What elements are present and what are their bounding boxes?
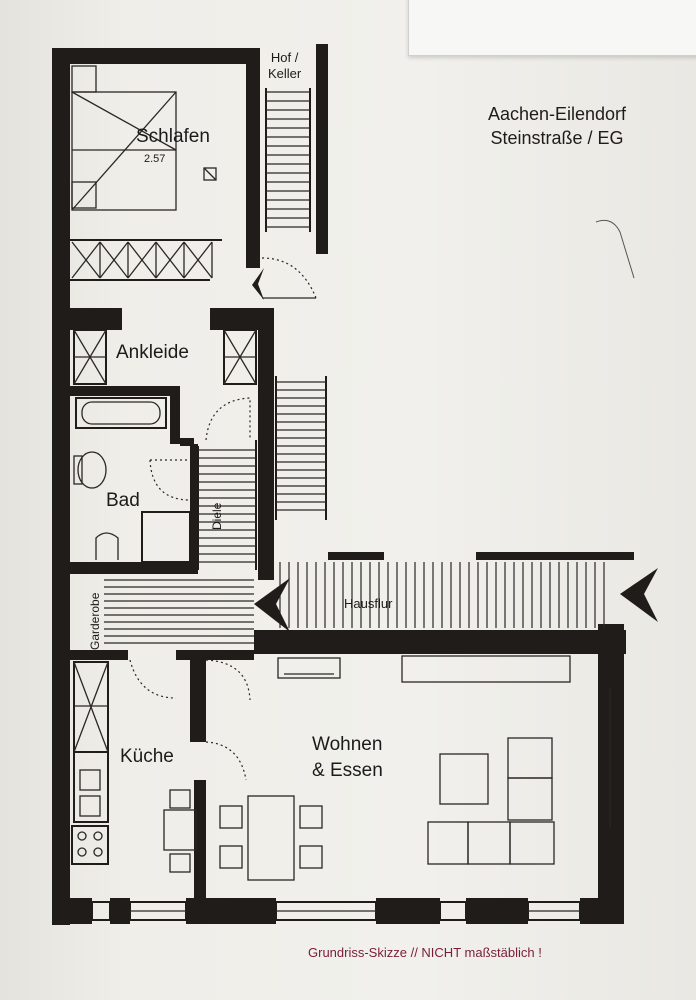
room-label-schlafen: Schlafen (136, 126, 210, 147)
room-label-ankleide: Ankleide (116, 342, 189, 363)
interior-walls (70, 239, 254, 904)
stair-tread (183, 241, 213, 279)
address-label: Aachen-Eilendorf Steinstraße / EG (452, 102, 662, 150)
footer-note: Grundriss-Skizze // NICHT maßstäblich ! (308, 945, 542, 960)
overlapping-paper-sheet (408, 0, 696, 56)
room-label-hausflur: Hausflur (344, 596, 393, 611)
stairs-hof-keller (265, 88, 311, 232)
windows (91, 687, 621, 921)
hausflur-treads (279, 562, 605, 628)
stairwell (275, 376, 327, 520)
dimension-label: 2.57 (144, 153, 166, 165)
garderobe-treads (104, 579, 254, 644)
room-label-wohnen-essen: Wohnen & Essen (312, 732, 383, 784)
stair-tread (99, 241, 129, 279)
kitchen-fixtures (71, 661, 197, 873)
stair-tread (127, 241, 157, 279)
bedroom-furniture (71, 65, 217, 279)
living-furniture (219, 655, 571, 881)
bathroom-fixtures (73, 397, 191, 563)
stair-tread (71, 241, 101, 279)
hof-keller-line-1: Hof / (270, 50, 299, 65)
wohnen-line-2: & Essen (312, 760, 383, 781)
room-label-garderobe: Garderobe (88, 592, 102, 650)
outer-walls (52, 44, 634, 925)
stairs-diele (197, 397, 257, 570)
stair-tread (155, 241, 185, 279)
address-line-1: Aachen-Eilendorf (487, 104, 627, 124)
entrance-arrows (252, 268, 658, 632)
wohnen-line-1: Wohnen (312, 734, 383, 755)
ankleide-cupboards (73, 329, 257, 385)
room-label-diele: Diele (210, 502, 224, 530)
room-label-bad: Bad (106, 490, 140, 511)
hof-keller-line-2: Keller (268, 66, 302, 81)
room-label-kueche: Küche (120, 746, 174, 767)
hof-keller-label: Hof / Keller (268, 50, 301, 82)
address-line-2: Steinstraße / EG (490, 128, 624, 148)
pencil-scribble (595, 219, 635, 279)
door-swings (129, 257, 317, 781)
